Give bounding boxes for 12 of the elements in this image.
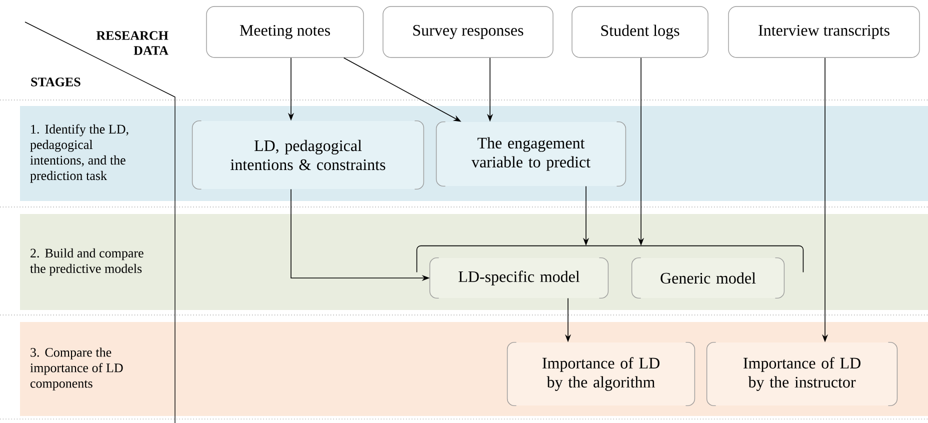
column-heading: RESEARCH DATA — [96, 31, 168, 55]
data-source-box: Meeting notes — [206, 6, 364, 58]
process-box: Generic model — [631, 257, 785, 299]
process-box: LD, pedagogical intentions & constraints — [192, 120, 424, 190]
process-box: Importance of LD by the algorithm — [506, 342, 696, 406]
data-source-box: Student logs — [572, 6, 708, 58]
data-source-box: Survey responses — [382, 6, 554, 58]
process-box: LD-specific model — [429, 257, 609, 299]
row-heading: STAGES — [31, 78, 80, 86]
process-box: Importance of LD by the instructor — [706, 342, 898, 406]
process-box: The engagement variable to predict — [436, 121, 626, 187]
data-source-box: Interview transcripts — [728, 6, 920, 58]
